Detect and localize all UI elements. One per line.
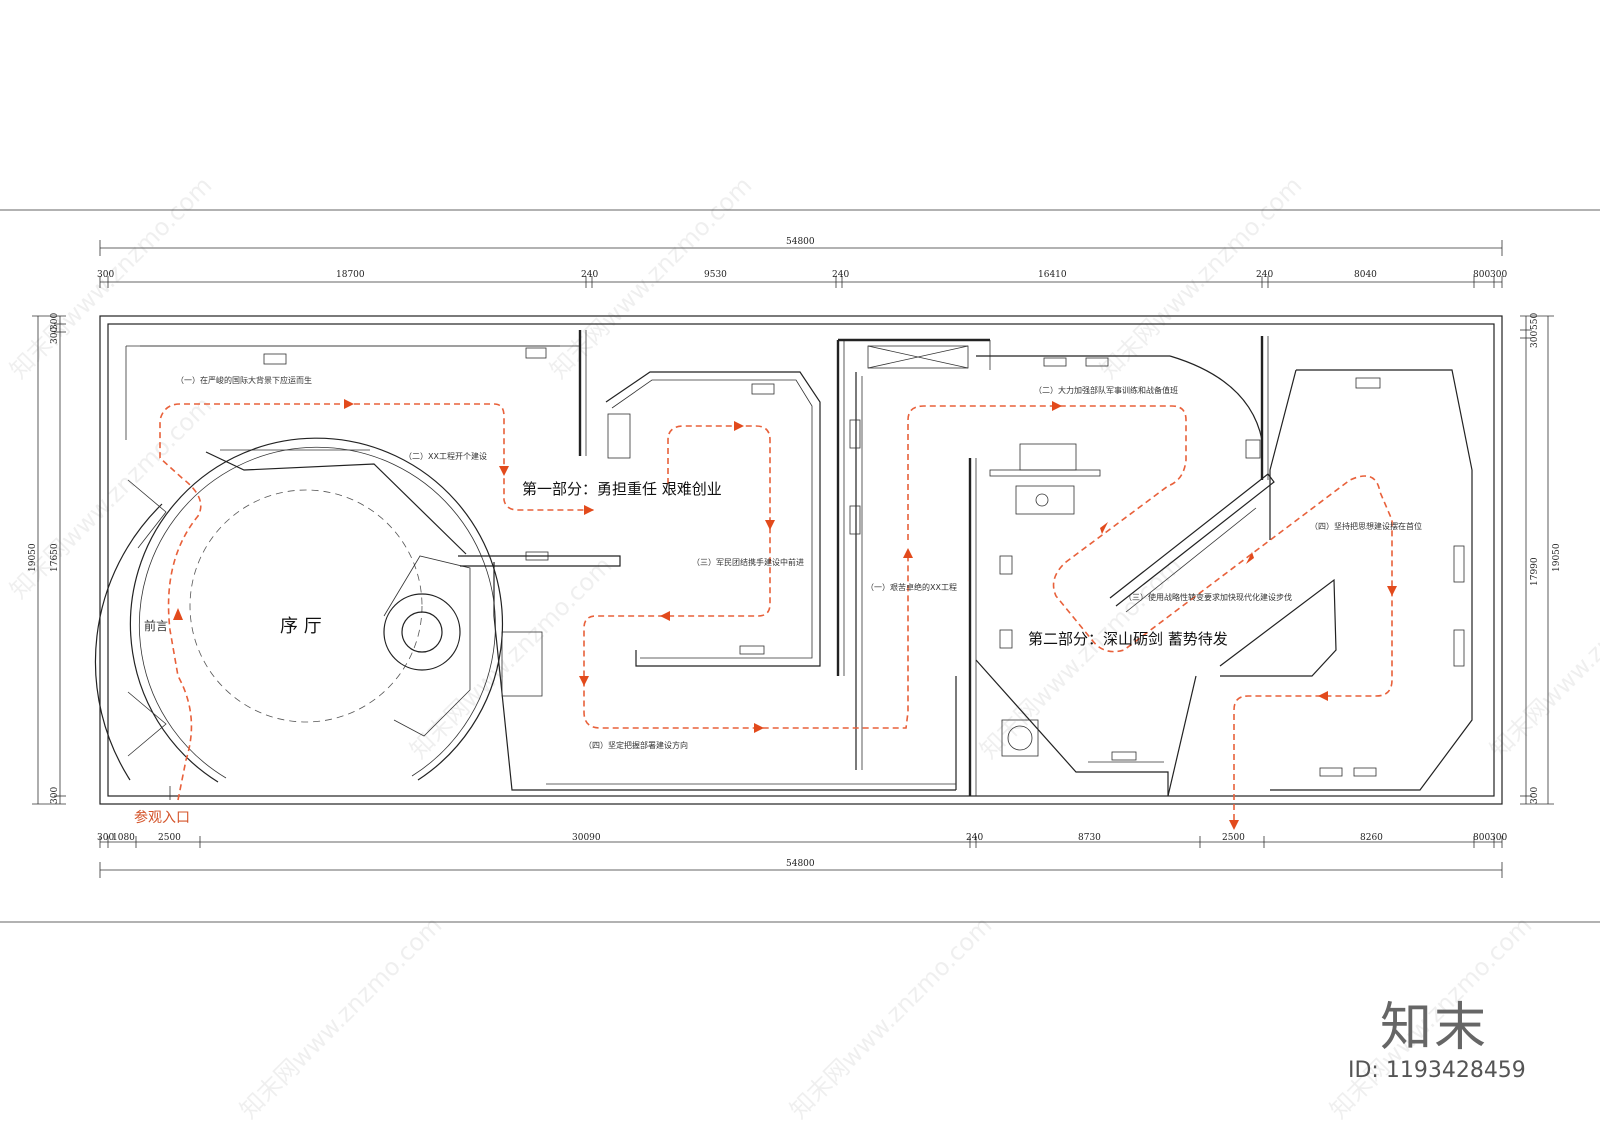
right-bottom-dim: 300 [1530, 787, 1540, 804]
left-top2-dim: 300 [50, 327, 60, 344]
part1-title: 第一部分：勇担重任 艰难创业 [522, 480, 722, 498]
section-label: （一）在严峻的国际大背景下应运而生 [176, 375, 312, 385]
top-dim-seg: 240 [581, 270, 598, 280]
left-top-dim: 300 [50, 313, 60, 330]
visitor-route [159, 403, 1393, 820]
left-inner-dim: 17650 [50, 543, 60, 572]
bottom-dim-seg: 1080 [112, 833, 135, 843]
brand-logo-text: 知末 [1380, 998, 1489, 1058]
top-dim-seg: 300 [97, 270, 114, 280]
bottom-dimensions: 300 1080 2500 30090 240 8730 2500 8260 8… [97, 833, 1507, 878]
bottom-dim-seg: 2500 [1222, 833, 1245, 843]
watermark-text: 知末网www.znzmo.com [784, 911, 997, 1124]
watermark-layer: 知末网www.znzmo.com 知末网www.znzmo.com 知末网www… [4, 171, 1600, 1124]
sheet-frame [0, 209, 1600, 923]
top-dim-seg: 9530 [704, 270, 727, 280]
route-arrow-icon [754, 723, 764, 733]
hall-label: 序 厅 [280, 616, 322, 637]
bottom-dim-seg: 800 [1473, 833, 1490, 843]
route-arrow-icon [734, 421, 744, 431]
bottom-dim-seg: 8260 [1360, 833, 1383, 843]
route-arrow-icon [1246, 552, 1254, 564]
route-arrow-icon [1100, 522, 1108, 534]
route-arrow-icon [1229, 820, 1239, 830]
section-label: （一）艰苦卓绝的XX工程 [866, 582, 957, 592]
right-inner-dim: 17990 [1530, 557, 1540, 586]
section-label: （二）大力加强部队军事训练和战备值班 [1034, 385, 1178, 395]
bottom-dim-seg: 2500 [158, 833, 181, 843]
section-label: （四）坚定把握部署建设方向 [584, 740, 688, 750]
reception-hall [94, 437, 621, 800]
right-dimensions: 550 300 17990 19050 300 [1520, 313, 1562, 805]
top-total-dim: 54800 [786, 237, 815, 247]
section-label: （四）坚持把思想建设摆在首位 [1310, 521, 1422, 531]
watermark-text: 知末网www.znzmo.com [974, 551, 1187, 764]
route-arrow-icon [903, 548, 913, 558]
top-dim-seg: 240 [1256, 270, 1273, 280]
part2-title: 第二部分：深山砺剑 蓄势待发 [1028, 630, 1228, 648]
watermark-text: 知末网www.znzmo.com [1094, 171, 1307, 384]
route-arrow-icon [1318, 691, 1328, 701]
preface-label: 前言 [144, 618, 168, 633]
bottom-dim-seg: 300 [1490, 833, 1507, 843]
route-arrow-icon [1052, 401, 1062, 411]
top-dim-seg: 300 [1490, 270, 1507, 280]
right-outer-dim: 19050 [1552, 543, 1562, 572]
watermark-text: 知末网www.znzmo.com [404, 551, 617, 764]
outer-walls [99, 315, 1503, 805]
section-label: （三）军民团结携手建设中前进 [692, 557, 804, 567]
text-labels: （一）在严峻的国际大背景下应运而生 （二）XX工程开个建设 （三）军民团结携手建… [134, 375, 1422, 826]
route-arrow-icon [579, 676, 589, 686]
bottom-dim-seg: 300 [97, 833, 114, 843]
bottom-dim-seg: 8730 [1078, 833, 1101, 843]
top-dim-seg: 8040 [1354, 270, 1377, 280]
route-arrow-icon [584, 505, 594, 515]
top-dim-seg: 800 [1473, 270, 1490, 280]
entrance-label: 参观入口 [134, 809, 190, 826]
right-top-dim: 550 [1530, 313, 1540, 330]
route-arrow-icon [765, 520, 775, 530]
exhibit-fixtures [140, 345, 1465, 785]
left-dimensions: 19050 17650 300 300 300 [28, 313, 66, 805]
route-arrow-icon [173, 608, 183, 620]
route-arrow-icon [1387, 586, 1397, 596]
top-dim-seg: 240 [832, 270, 849, 280]
top-dim-seg: 16410 [1038, 270, 1067, 280]
watermark-text: 知末网www.znzmo.com [234, 911, 447, 1124]
section-label: （三）使用战略性转变要求加快现代化建设步伐 [1124, 592, 1292, 602]
top-dimensions: 54800 300 18700 240 9530 240 16410 240 8… [97, 237, 1507, 288]
bottom-dim-seg: 30090 [572, 833, 601, 843]
route-arrow-icon [660, 611, 670, 621]
top-dim-seg: 18700 [336, 270, 365, 280]
product-id: ID: 1193428459 [1348, 1058, 1526, 1083]
route-arrows [173, 399, 1397, 830]
route-arrow-icon [499, 466, 509, 476]
bottom-total-dim: 54800 [786, 859, 815, 869]
right-top2-dim: 300 [1530, 331, 1540, 348]
left-outer-dim: 19050 [28, 543, 38, 572]
left-bottom-dim: 300 [50, 787, 60, 804]
bottom-dim-seg: 240 [966, 833, 983, 843]
section-label: （二）XX工程开个建设 [404, 451, 487, 461]
route-arrow-icon [344, 399, 354, 409]
